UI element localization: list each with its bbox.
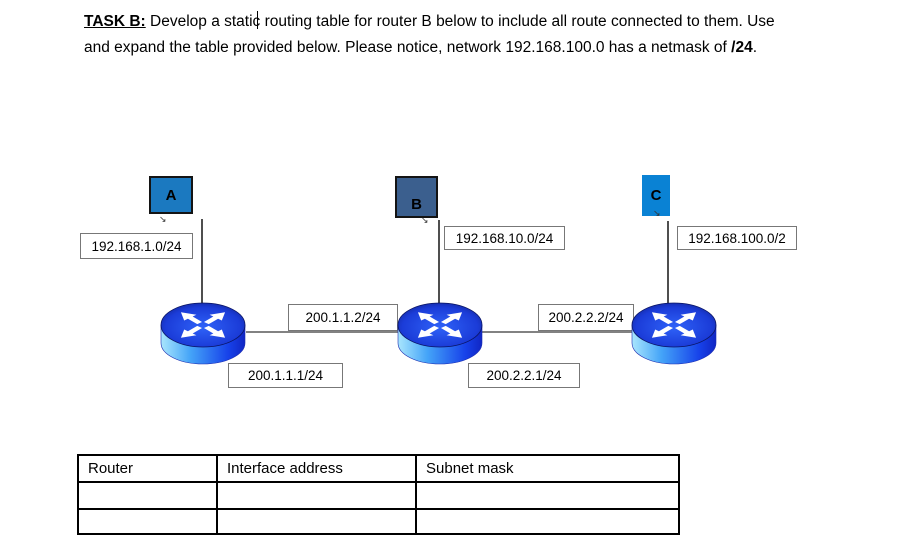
link-router-b-router-c [482,331,636,333]
table-cell[interactable] [216,481,417,510]
wan2-upper-label: 200.2.2.2/24 [548,310,624,325]
task-netmask-bold: /24 [731,39,753,56]
table-header-row: Router Interface address Subnet mask [77,454,680,483]
table-cell[interactable] [216,508,417,535]
wan2-upper-label-box[interactable]: 200.2.2.2/24 [538,304,634,331]
router-icon [631,302,717,365]
task-line1-text: Develop a static routing table for route… [145,13,775,30]
table-row [77,481,680,510]
anchor-arrow-icon: ↘ [653,208,661,218]
link-switch-a-router-a [201,219,203,306]
switch-c[interactable]: C [642,175,670,216]
switch-b[interactable]: B [395,176,438,218]
router-b[interactable] [397,302,483,366]
anchor-arrow-icon: ↘ [159,214,167,224]
lan-b-label-box[interactable]: 192.168.10.0/24 [444,226,565,250]
wan1-upper-label-box[interactable]: 200.1.1.2/24 [288,304,398,331]
task-heading: TASK B: [84,13,146,30]
header-subnet-mask[interactable]: Subnet mask [415,454,680,483]
lan-c-label: 192.168.100.0/2 [688,230,786,246]
table-cell[interactable] [415,481,680,510]
anchor-arrow-icon: ↘ [421,215,429,225]
wan1-upper-label: 200.1.1.2/24 [305,310,381,325]
lan-b-label: 192.168.10.0/24 [455,230,554,246]
header-router[interactable]: Router [77,454,218,483]
router-c[interactable] [631,302,717,366]
routing-table: Router Interface address Subnet mask [77,454,680,535]
table-cell[interactable] [77,481,218,510]
task-line-2: and expand the table provided below. Ple… [84,35,890,61]
wan2-lower-label-box[interactable]: 200.2.2.1/24 [468,363,580,388]
table-cell[interactable] [415,508,680,535]
wan1-lower-label-box[interactable]: 200.1.1.1/24 [228,363,343,388]
text-cursor [257,11,258,29]
task-line2-end: . [752,39,758,56]
link-switch-c-router-c [667,221,669,303]
wan1-lower-label: 200.1.1.1/24 [247,368,324,383]
wan2-lower-label: 200.2.2.1/24 [486,368,562,383]
header-interface-address[interactable]: Interface address [216,454,417,483]
router-icon [160,302,246,365]
router-icon [397,302,483,365]
task-description: TASK B: Develop a static routing table f… [84,9,890,61]
lan-c-label-box[interactable]: 192.168.100.0/2 [677,226,797,250]
switch-b-label: B [411,196,422,213]
switch-a-label: A [165,186,177,204]
task-line2-text: and expand the table provided below. Ple… [84,39,732,56]
router-a[interactable] [160,302,246,366]
lan-a-label: 192.168.1.0/24 [91,238,182,254]
link-router-a-router-b [246,331,400,333]
link-switch-b-router-b [438,220,440,305]
switch-c-label: C [650,187,662,204]
switch-a[interactable]: A [149,176,193,214]
lan-a-label-box[interactable]: 192.168.1.0/24 [80,233,193,259]
task-line-1: TASK B: Develop a static routing table f… [84,9,890,35]
table-row [77,508,680,535]
table-cell[interactable] [77,508,218,535]
